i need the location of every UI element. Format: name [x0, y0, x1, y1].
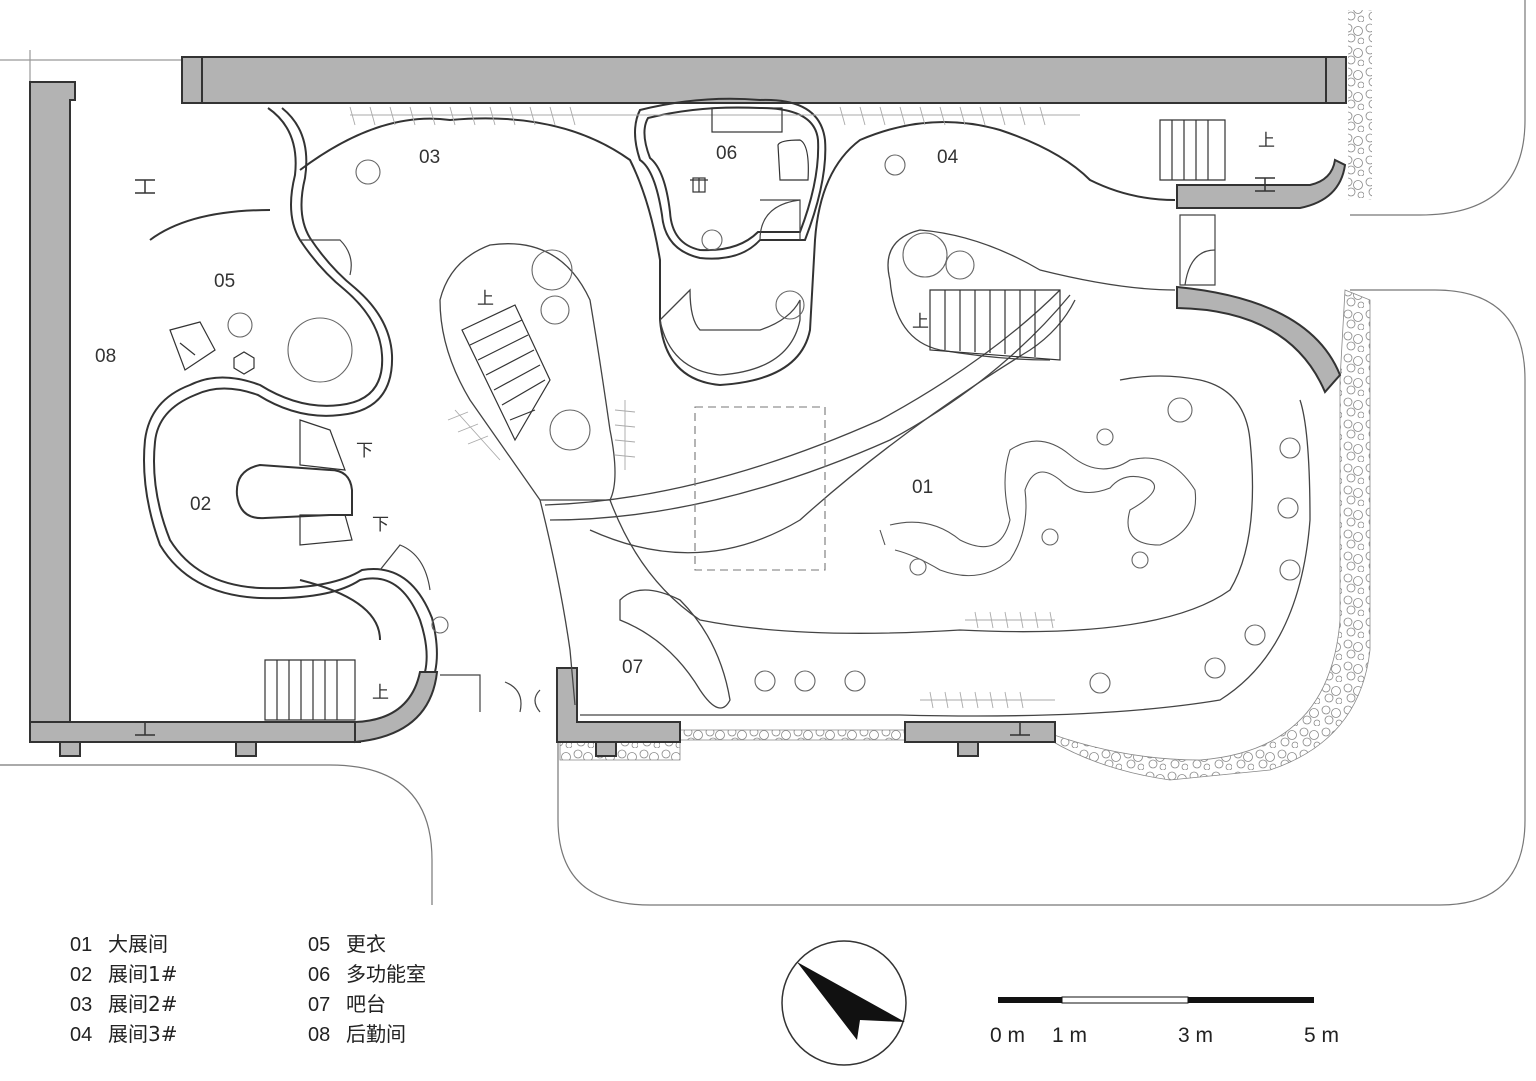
- stair-up-mark: 上: [912, 312, 929, 332]
- room-label-08: 08: [95, 346, 116, 367]
- room-labels: 01 02 03 04 05 06 07 08: [95, 143, 959, 678]
- circulation: [439, 229, 1311, 717]
- legend-number: 05: [308, 934, 331, 956]
- stair-up-mark: 上: [372, 683, 389, 703]
- walls: [29, 56, 1347, 757]
- legend-item: 07 吧台: [308, 990, 426, 1020]
- legend-item: 01 大展间: [70, 930, 177, 960]
- legend-name: 吧台: [346, 992, 386, 1016]
- furniture: [169, 107, 809, 375]
- room-label-02: 02: [190, 494, 211, 515]
- stair-up-mark: 上: [1258, 131, 1275, 151]
- room-label-06: 06: [716, 143, 737, 164]
- scale-label-0m: 0 m: [990, 1024, 1026, 1047]
- column-markers: [135, 177, 1275, 736]
- exhibition-layout: [694, 406, 1197, 577]
- legend-item: 08 后勤间: [308, 1020, 426, 1050]
- legend-name: 更衣: [346, 932, 386, 956]
- stair-down-mark: 下: [372, 515, 389, 535]
- legend-number: 07: [308, 994, 331, 1016]
- legend-name: 展间1#: [108, 962, 178, 986]
- legend-number: 02: [70, 964, 93, 986]
- legend-name: 展间2#: [108, 992, 178, 1016]
- scale-bar-segment: [998, 997, 1062, 1003]
- site-outline: [0, 0, 1526, 906]
- legend-name: 大展间: [108, 932, 168, 956]
- scale-label-3m: 3 m: [1178, 1024, 1214, 1047]
- room-label-04: 04: [937, 147, 959, 168]
- room-label-03: 03: [419, 147, 440, 168]
- legend-number: 01: [70, 934, 93, 956]
- room-label-07: 07: [622, 657, 643, 678]
- legend-number: 04: [70, 1024, 93, 1046]
- scale-label-5m: 5 m: [1304, 1024, 1340, 1047]
- scale-label-1m: 1 m: [1052, 1024, 1088, 1047]
- legend-name: 展间3#: [108, 1022, 178, 1046]
- room-label-05: 05: [214, 271, 235, 292]
- doors: [300, 199, 1216, 713]
- legend-number: 06: [308, 964, 331, 986]
- scale-bar: [998, 996, 1314, 1004]
- room-outlines: [143, 97, 1176, 673]
- planters: [227, 154, 1301, 694]
- stair-marks: 上 上 上 上 下 下: [356, 131, 1275, 703]
- legend-name: 后勤间: [346, 1022, 406, 1046]
- stair-down-mark: 下: [356, 441, 373, 461]
- room-label-01: 01: [912, 477, 933, 498]
- legend-item: 06 多功能室: [308, 960, 426, 990]
- scale-bar-segment: [1061, 996, 1189, 1004]
- legend-item: 03 展间2#: [70, 990, 177, 1020]
- scale-labels: 0 m 1 m 3 m 5 m: [984, 1024, 1364, 1054]
- legend-item: 02 展间1#: [70, 960, 177, 990]
- legend-right: 05 更衣 06 多功能室 07 吧台 08 后勤间: [308, 930, 426, 1050]
- stairs: [264, 119, 1226, 721]
- north-arrow-icon: [797, 962, 905, 1040]
- scale-bar-segment: [1188, 997, 1314, 1003]
- stair-up-mark: 上: [477, 289, 494, 309]
- legend-name: 多功能室: [346, 962, 426, 986]
- legend-item: 05 更衣: [308, 930, 426, 960]
- legend-number: 08: [308, 1024, 331, 1046]
- legend-item: 04 展间3#: [70, 1020, 177, 1050]
- north-arrow-circle: [781, 940, 907, 1066]
- legend-left: 01 大展间 02 展间1# 03 展间2# 04 展间3#: [70, 930, 177, 1050]
- hatch-marks: [349, 106, 1080, 709]
- north-arrow: [781, 940, 907, 1066]
- legend-number: 03: [70, 994, 93, 1016]
